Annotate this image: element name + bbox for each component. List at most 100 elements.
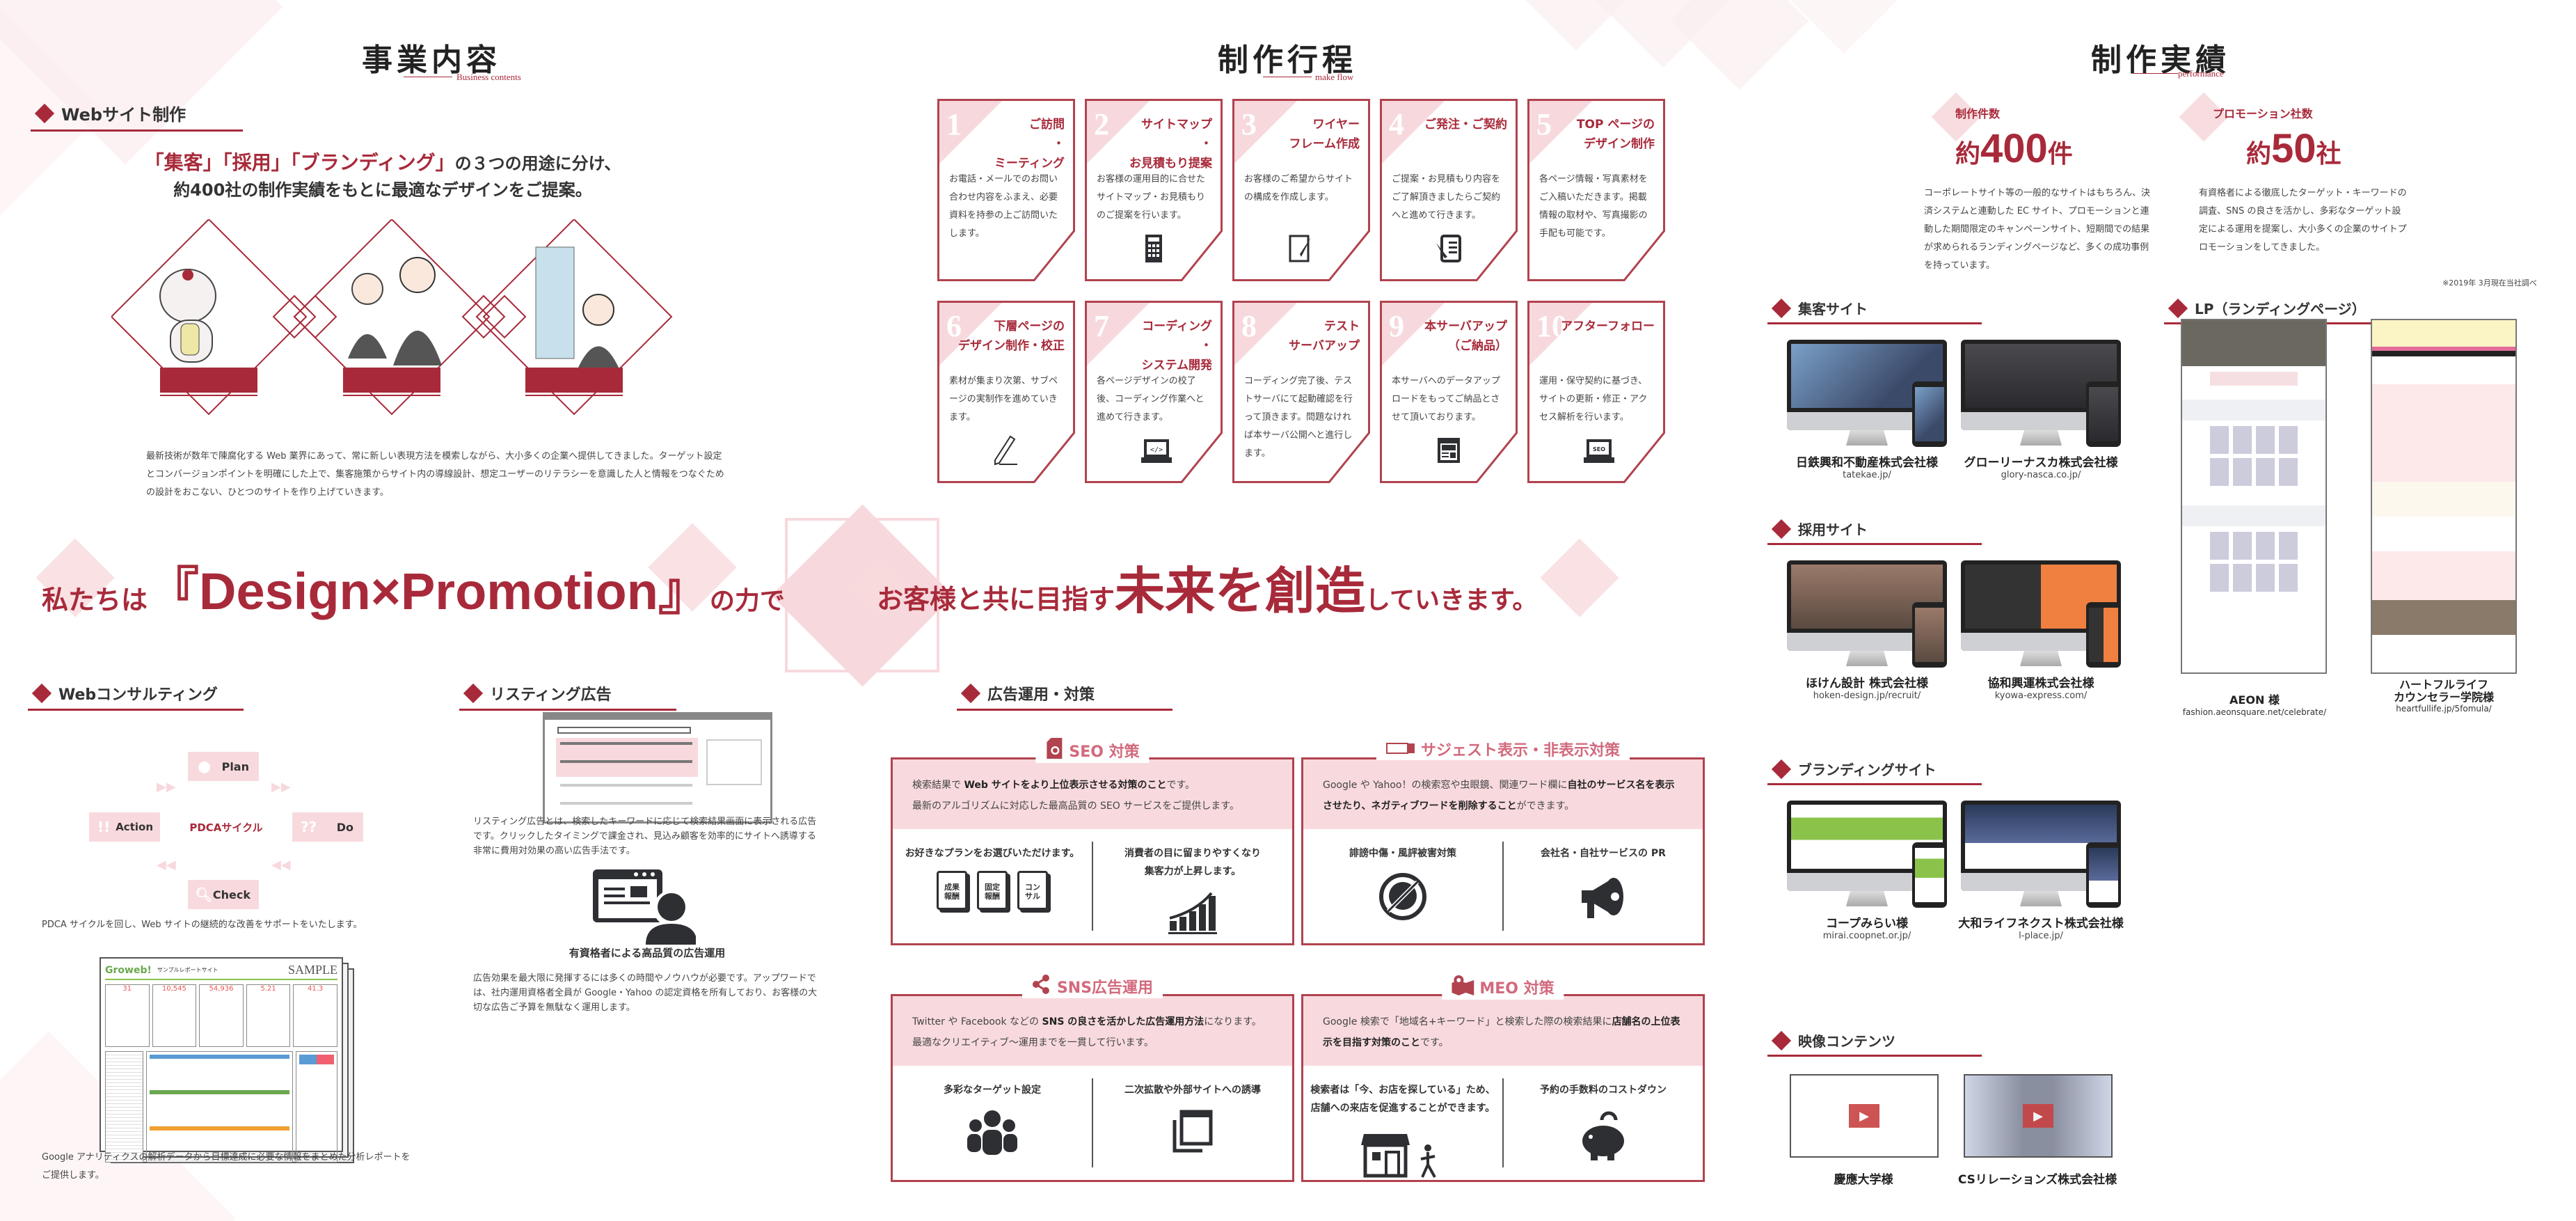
flow-step-card: 2 サイトマップ ・ お見積もり提案 お客様の運用目的に合せたサイトマップ・お見… bbox=[1085, 99, 1223, 281]
pen-paper-icon bbox=[1287, 233, 1315, 264]
diamond-frames-graphic bbox=[110, 218, 673, 416]
listing-subtitle: 有資格者による高品質の広告運用 bbox=[569, 947, 726, 959]
pdca-center: PDCAサイクル bbox=[189, 821, 263, 834]
feature-col: 誹謗中傷・風評被害対策 bbox=[1303, 829, 1502, 943]
site-mockup[interactable] bbox=[1787, 801, 1947, 912]
site-mockup[interactable] bbox=[1961, 560, 2121, 672]
laptop-seo-icon: SEO bbox=[1582, 435, 1614, 466]
arrow-icon: ▶▶ bbox=[157, 780, 176, 794]
consulting-description: PDCA サイクルを回し、Web サイトの継続的な改善をサポートをいたします。 bbox=[42, 920, 363, 930]
share-icon bbox=[1032, 975, 1051, 998]
performance-subtitle: performance bbox=[2178, 68, 2224, 79]
client-name: ほけん設計 株式会社様 bbox=[1806, 677, 1928, 691]
client-name: CSリレーションズ株式会社様 bbox=[1957, 1173, 2117, 1187]
flow-step-card: 8 テスト サーバアップ コーディング完了後、テストサーバにて起動確認を行って頂… bbox=[1232, 301, 1370, 483]
summary-bold: 店舗名の上位表示を目指す対策のこと bbox=[1323, 1016, 1680, 1048]
client-caption: CSリレーションズ株式会社様 bbox=[1947, 1169, 2128, 1187]
flow-step-card: 10 アフターフォロー 運用・保守契約に基づき、サイトの更新・修正・アクセス解析… bbox=[1527, 301, 1665, 483]
site-mockup[interactable] bbox=[1787, 560, 1947, 672]
client-url[interactable]: heartfullife.jp/5fomula/ bbox=[2396, 704, 2492, 714]
purpose-label-saiyo: 採用 bbox=[487, 371, 518, 388]
client-name: ハートフルライフ カウンセラー学院様 bbox=[2393, 678, 2494, 704]
listing-heading: リスティング広告 bbox=[459, 682, 676, 711]
card-corner bbox=[939, 101, 1002, 164]
contract-icon bbox=[1435, 233, 1463, 264]
stat-unit: 社 bbox=[2316, 140, 2342, 168]
business-description: 最新技術が数年で陳腐化する Web 業界にあって、常に新しい表現方法を模索しなが… bbox=[146, 451, 724, 498]
card-corner bbox=[1087, 101, 1150, 164]
purpose-diagram: 集客 採用 ブランディング bbox=[110, 218, 772, 428]
stat-value-promotion: 約50社 bbox=[2246, 125, 2342, 172]
support-operator-icon bbox=[593, 869, 696, 945]
client-url[interactable]: kyowa-express.com/ bbox=[1994, 691, 2088, 701]
client-url[interactable]: fashion.aeonsquare.net/celebrate/ bbox=[2182, 707, 2327, 717]
step-number: 7 bbox=[1094, 309, 1109, 343]
performance-title: 制作実績 bbox=[2091, 42, 2230, 78]
summary-text: Twitter や Facebook などの bbox=[912, 1016, 1042, 1027]
step-number: 9 bbox=[1389, 309, 1404, 343]
bg-diamond bbox=[1671, 0, 1808, 90]
report-title: サンプルレポートサイト bbox=[157, 967, 218, 973]
megaphone-icon bbox=[1582, 878, 1623, 918]
client-name: グローリーナスカ株式会社様 bbox=[1964, 456, 2118, 470]
video-thumbnail[interactable]: ▶ bbox=[1790, 1074, 1939, 1158]
slogan-part4: お客様と共に目指す bbox=[877, 584, 1115, 615]
lp-screenshot-heartfullife[interactable] bbox=[2371, 319, 2517, 674]
summary-text2: 最適なクリエイティブ～運用までを一貫して行います。 bbox=[912, 1037, 1154, 1048]
action-label: Action bbox=[116, 821, 153, 833]
play-button-icon[interactable]: ▶ bbox=[1849, 1104, 1879, 1128]
step-description: コーディング完了後、テストサーバにて起動確認を行って頂きます。問題なければ本サー… bbox=[1244, 376, 1353, 459]
calculator-icon bbox=[1140, 233, 1168, 264]
video-thumbnail[interactable]: ▶ bbox=[1964, 1074, 2113, 1158]
stat-prefix: 約 bbox=[1955, 140, 1981, 168]
bg-diamond bbox=[1540, 538, 1619, 617]
pdca-action: !! Action bbox=[89, 812, 160, 842]
report-brand: Groweb! bbox=[105, 964, 152, 976]
listing-description2: 広告効果を最大限に発揮するには多くの時間やノウハウが必要です。アップワードでは、… bbox=[473, 973, 818, 1013]
client-url[interactable]: tatekae.jp/ bbox=[1843, 470, 1891, 480]
client-url[interactable]: l-place.jp/ bbox=[2019, 931, 2063, 941]
slogan-part3: の力で bbox=[709, 587, 785, 615]
summary-text: Google や Yahoo！の検索窓や虫眼鏡、関連ワード欄に bbox=[1323, 780, 1568, 791]
store-walker-icon bbox=[1361, 1134, 1436, 1178]
site-mockup[interactable] bbox=[1961, 340, 2121, 451]
client-url[interactable]: hoken-design.jp/recruit/ bbox=[1813, 691, 1921, 701]
play-button-icon[interactable]: ▶ bbox=[2023, 1104, 2053, 1128]
step-description: 素材が集まり次第、サブページの実制作を進めていきます。 bbox=[949, 376, 1058, 423]
heading-text: Webサイト制作 bbox=[61, 105, 186, 125]
lead-line2: 約400社の制作実績をもとに最適なデザインをご提案。 bbox=[173, 180, 592, 200]
site-mockup[interactable] bbox=[1787, 340, 1947, 451]
plan-doc: 成果 報酬 bbox=[937, 871, 967, 910]
ad-service-title: MEO 対策 bbox=[1442, 975, 1564, 1000]
stat-prefix: 約 bbox=[2246, 140, 2272, 168]
step-number: 10 bbox=[1536, 309, 1567, 343]
step-description: お電話・メールでのお問い合わせ内容をふまえ、必要資料を持参の上ご訪問いたします。 bbox=[949, 174, 1058, 239]
step-title: サイトマップ ・ お見積もり提案 bbox=[1129, 118, 1212, 171]
maneki-neko-illustration bbox=[159, 269, 216, 363]
heading-text: Webコンサルティング bbox=[58, 686, 218, 704]
site-mockup[interactable] bbox=[1961, 801, 2121, 912]
client-url[interactable]: glory-nasca.co.jp/ bbox=[2001, 470, 2081, 480]
summary-text: 検索結果で bbox=[912, 780, 964, 791]
diamond-icon bbox=[1771, 519, 1792, 539]
exclamation-icon: !! bbox=[97, 819, 111, 835]
diamond-icon bbox=[960, 683, 981, 704]
title-underline bbox=[2133, 73, 2178, 74]
client-name: 協和興運株式会社様 bbox=[1987, 677, 2094, 691]
feature-col: 検索者は「今、お店を探している」ため、 店舗への来店を促進することができます。 bbox=[1303, 1066, 1502, 1180]
diamond-icon bbox=[1771, 298, 1792, 318]
step-number: 4 bbox=[1389, 107, 1404, 141]
stat-number: 50 bbox=[2271, 126, 2316, 171]
heading-text: LP（ランディングページ） bbox=[2195, 301, 2366, 317]
seo-doc-icon bbox=[1045, 738, 1063, 763]
lp-screenshot-aeon[interactable] bbox=[2181, 319, 2327, 674]
summary-text: になります。 bbox=[1204, 1016, 1262, 1027]
report-sample-stamp: SAMPLE bbox=[287, 963, 337, 977]
feature-text: 予約の手数料のコストダウン bbox=[1540, 1085, 1667, 1096]
works-category-heading: 映像コンテンツ bbox=[1767, 1030, 1982, 1057]
client-url[interactable]: mirai.coopnet.or.jp/ bbox=[1822, 931, 1911, 941]
client-name: 日鉄興和不動産株式会社様 bbox=[1796, 456, 1938, 470]
card-corner bbox=[1382, 101, 1445, 164]
